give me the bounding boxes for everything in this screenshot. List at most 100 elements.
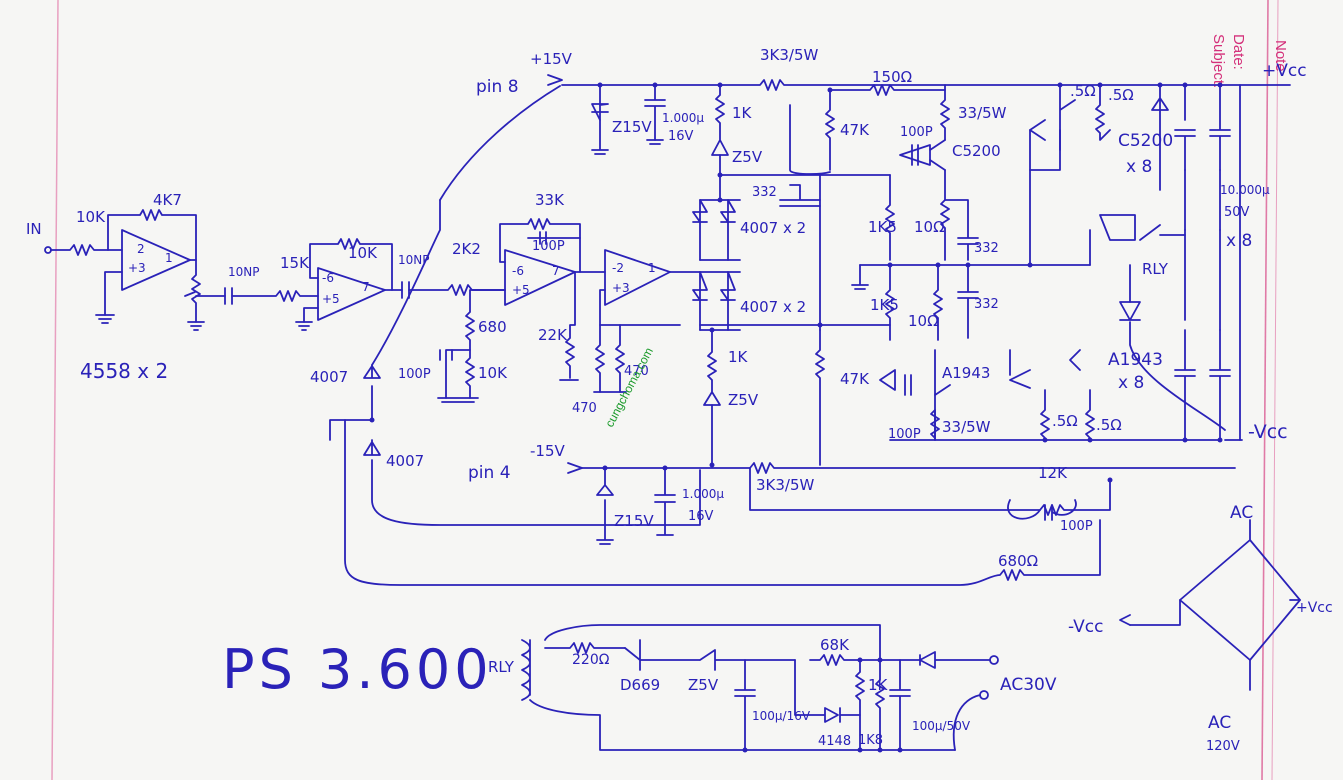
label-c5200: C5200: [952, 142, 1001, 160]
label-pin4: pin 4: [468, 463, 511, 483]
label-r33-5w-bot: 33/5W: [942, 418, 991, 436]
label-ac-bot: AC: [1208, 713, 1231, 733]
label-rly: RLY: [1142, 260, 1169, 278]
label-z5v-psu: Z5V: [688, 676, 719, 694]
label-pin2: 2: [137, 242, 145, 256]
label-ac30: AC30V: [1000, 675, 1057, 695]
label-r47k-bot: 47K: [840, 370, 870, 388]
label-pin1c: 1: [648, 261, 656, 275]
label-r10k-3: 10K: [478, 364, 508, 382]
label-r220: 220Ω: [572, 652, 610, 668]
label-z25-top: Z5V: [732, 148, 763, 166]
date-label: Date:: [1230, 34, 1247, 70]
label-vcc-pos: +Vcc: [1262, 61, 1307, 81]
label-x8b: x 8: [1118, 373, 1144, 393]
label-z25-bot: Z5V: [728, 391, 759, 409]
page-title: PS 3.600: [222, 638, 493, 701]
note-label: Note: [1272, 40, 1289, 72]
label-pin6b: -6: [512, 264, 524, 278]
junction-dots: [369, 82, 1223, 753]
label-r4k7: 4K7: [153, 191, 182, 209]
label-r1k5b: 1K5: [870, 296, 899, 314]
label-rly-b: RLY: [488, 658, 515, 676]
label-opamp-type: 4558 x 2: [80, 359, 168, 383]
label-pin7a: 7: [362, 280, 370, 294]
label-in: IN: [26, 220, 42, 238]
label-c5200x8: C5200: [1118, 131, 1173, 151]
label-r33k: 33K: [535, 191, 565, 209]
label-r1k-top: 1K: [732, 104, 753, 122]
label-r33-5w-top: 33/5W: [958, 104, 1007, 122]
label-r3k3-top: 3K3/5W: [760, 46, 819, 64]
wiring: [44, 74, 1301, 751]
label-pin1: 1: [165, 251, 173, 265]
label-r10k-2: 10K: [348, 244, 378, 262]
label-pin7b: 7: [552, 264, 560, 278]
label-r680-fb: 680Ω: [998, 552, 1038, 570]
label-r68k: 68K: [820, 636, 850, 654]
subject-label: Subject:: [1210, 34, 1227, 88]
label-r10k-in: 10K: [76, 208, 106, 226]
label-d4007x2a: 4007 x 2: [740, 219, 806, 237]
label-r1k5a: 1K5: [868, 218, 897, 236]
label-r47k-top: 47K: [840, 121, 870, 139]
label-pin5b: +5: [512, 283, 530, 297]
label-bridge-neg: -Vcc: [1068, 617, 1103, 637]
label-r3k3-bot: 3K3/5W: [756, 476, 815, 494]
label-c100p-d: 100P: [888, 427, 921, 442]
label-c100p-a: 100P: [532, 239, 565, 254]
label-r15k: 15K: [280, 254, 310, 272]
label-c100p-c: 100P: [900, 125, 933, 140]
label-c16v-bot: 16V: [688, 509, 714, 524]
component-labels: IN 10K 4K7 2 +3 1 4558 x 2 10NP 15K 10K …: [26, 46, 1333, 754]
label-d4007-a: 4007: [310, 368, 348, 386]
label-c10000: 10.000µ: [1220, 183, 1270, 197]
label-r05c: .5Ω: [1052, 412, 1078, 430]
label-d4007x2b: 4007 x 2: [740, 298, 806, 316]
label-a1943x8: A1943: [1108, 350, 1163, 370]
label-minus15: -15V: [530, 442, 565, 460]
label-r1k-bot: 1K: [728, 348, 749, 366]
label-c16v-top: 16V: [668, 129, 694, 144]
label-a1943: A1943: [942, 364, 990, 382]
paper-margin-lines: [51, 0, 1279, 780]
label-r05a: .5Ω: [1070, 82, 1096, 100]
label-d4007-b: 4007: [386, 452, 424, 470]
label-c332a: 332: [752, 185, 777, 200]
label-r05b: .5Ω: [1108, 86, 1134, 104]
label-bridge-pos: +Vcc: [1296, 600, 1333, 616]
label-pin8: pin 8: [476, 77, 519, 97]
label-c10np-1: 10NP: [228, 265, 259, 279]
label-r22k: 22K: [538, 326, 568, 344]
label-c1000-bot: 1.000µ: [682, 487, 724, 501]
label-ac-top: AC: [1230, 503, 1253, 523]
label-r1k-psu: 1K: [868, 676, 889, 694]
label-z15-top: Z15V: [612, 118, 652, 136]
label-d669: D669: [620, 676, 660, 694]
label-plus15: +15V: [530, 50, 573, 68]
label-r150: 150Ω: [872, 68, 912, 86]
label-c332b: 332: [974, 241, 999, 256]
label-c10np-2: 10NP: [398, 253, 429, 267]
label-x8a: x 8: [1126, 157, 1152, 177]
label-pin3: +3: [128, 261, 146, 275]
label-c100u50: 100µ/50V: [912, 719, 971, 733]
label-vcc-neg: -Vcc: [1248, 421, 1288, 443]
label-r470b: 470: [624, 364, 649, 379]
label-c50v: 50V: [1224, 205, 1250, 220]
label-r12k: 12K: [1038, 464, 1068, 482]
label-ac-120: 120V: [1206, 739, 1240, 754]
label-z15-bot: Z15V: [614, 512, 654, 530]
label-c1000-top: 1.000µ: [662, 111, 704, 125]
label-r10b: 10Ω: [908, 312, 939, 330]
label-pin5a: +5: [322, 292, 340, 306]
label-pin3c: +3: [612, 281, 630, 295]
header-labels: Date: Subject: Note: [1210, 34, 1289, 88]
label-r1k8: 1K8: [858, 733, 883, 748]
label-c100u16: 100µ/16V: [752, 709, 811, 723]
label-x8c: x 8: [1226, 231, 1252, 251]
label-pin6a: -6: [322, 271, 334, 285]
label-r2k2: 2K2: [452, 240, 481, 258]
label-r470: 470: [572, 401, 597, 416]
